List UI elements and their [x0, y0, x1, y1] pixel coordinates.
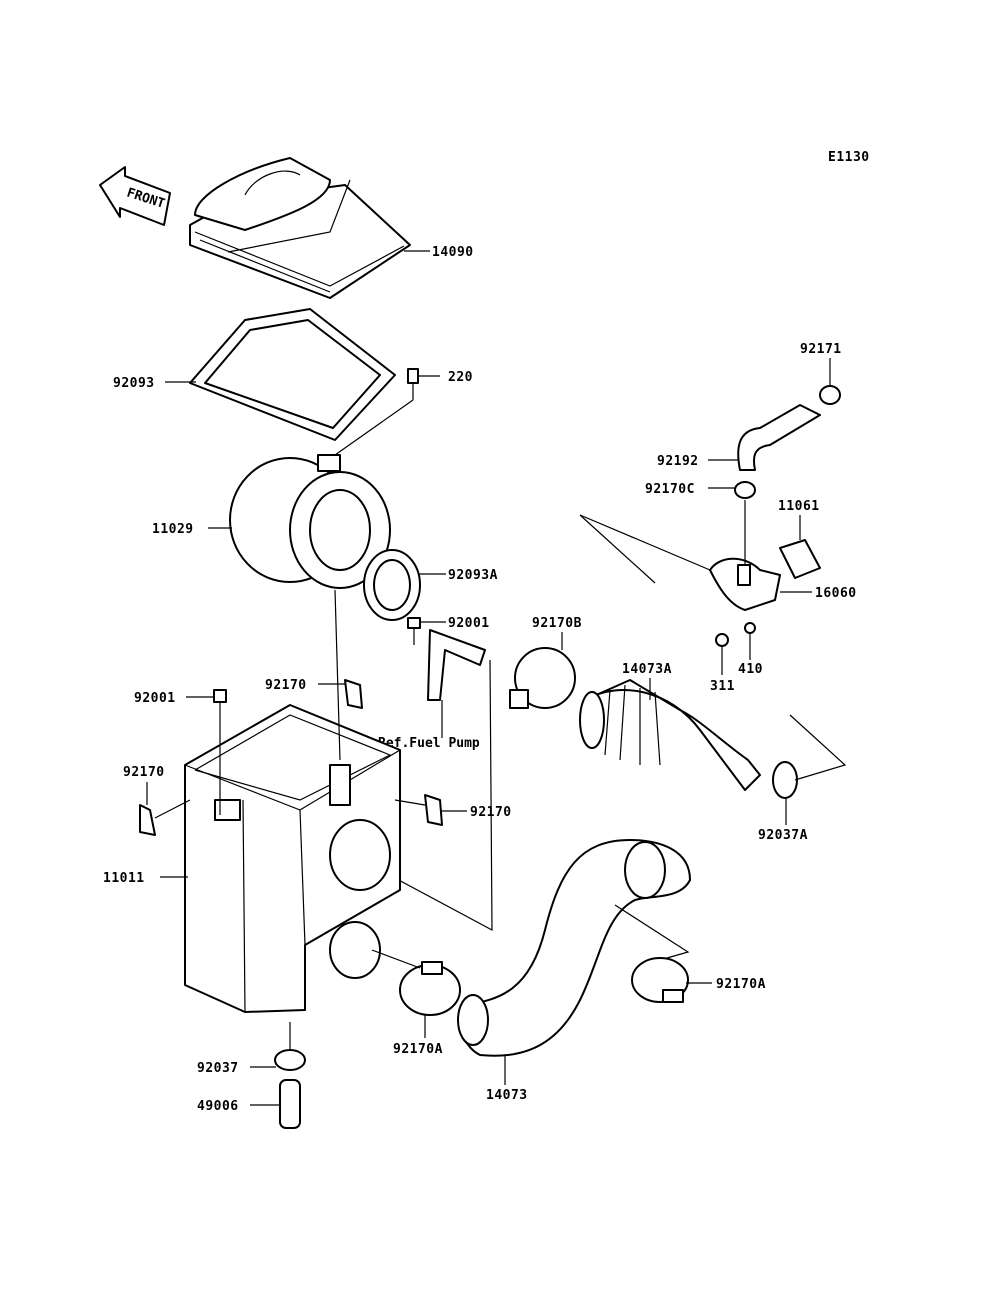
part-label-11011: 11011 — [103, 871, 145, 886]
part-label-14090: 14090 — [432, 245, 474, 260]
part-label-11029: 11029 — [152, 522, 194, 537]
gasket-92093 — [189, 308, 396, 441]
part-label-92001-top: 92001 — [448, 616, 490, 631]
part-label-92170-top: 92170 — [265, 678, 307, 693]
part-label-92170A-lower: 92170A — [393, 1042, 443, 1057]
drain-tube-49006 — [279, 1079, 301, 1129]
reference-note: Ref.Fuel Pump — [378, 736, 480, 751]
hose-clamp-92170B — [509, 647, 576, 709]
clip-92170-left — [139, 804, 156, 836]
clamp-92170A-lower — [399, 961, 461, 1016]
part-label-92093: 92093 — [113, 376, 155, 391]
clamp-92170C — [734, 481, 756, 499]
part-label-410: 410 — [738, 662, 763, 677]
clamp-92170A-right — [631, 957, 689, 1003]
clip-92170-right — [424, 794, 443, 826]
intake-elbow-16060 — [709, 500, 821, 611]
part-label-92170C: 92170C — [645, 482, 695, 497]
air-cleaner-housing-11011 — [184, 704, 401, 1013]
part-label-92170B: 92170B — [532, 616, 582, 631]
air-cleaner-cover — [189, 157, 411, 299]
air-filter-element-11029 — [229, 454, 391, 589]
diagram-code: E1130 — [828, 150, 870, 165]
part-label-92037: 92037 — [197, 1061, 239, 1076]
part-label-92093A: 92093A — [448, 568, 498, 583]
part-label-92001-left: 92001 — [134, 691, 176, 706]
part-label-14073: 14073 — [486, 1088, 528, 1103]
part-label-49006: 49006 — [197, 1099, 239, 1114]
seal-ring-92093A — [363, 549, 421, 621]
front-arrow-icon: FRONT — [99, 166, 171, 226]
breather-hose-92192 — [737, 404, 821, 471]
part-label-16060: 16060 — [815, 586, 857, 601]
part-label-92170-right: 92170 — [470, 805, 512, 820]
clip-92170-top — [344, 679, 363, 709]
part-label-92037A: 92037A — [758, 828, 808, 843]
clamp-92171 — [819, 385, 841, 405]
intake-duct-14073A — [579, 679, 761, 791]
part-label-92170A-right: 92170A — [716, 977, 766, 992]
part-label-14073A: 14073A — [622, 662, 672, 677]
part-label-11061: 11061 — [778, 499, 820, 514]
part-label-92192: 92192 — [657, 454, 699, 469]
intake-hose-14073 — [457, 839, 691, 1057]
nut-311 — [715, 633, 729, 647]
part-label-92171: 92171 — [800, 342, 842, 357]
clamp-92037 — [274, 1022, 306, 1071]
part-label-92170-left: 92170 — [123, 765, 165, 780]
part-label-220: 220 — [448, 370, 473, 385]
bolt-bracket-92001 — [407, 617, 486, 738]
washer-410 — [744, 622, 756, 634]
screw-220 — [334, 368, 440, 456]
part-label-311: 311 — [710, 679, 735, 694]
clamp-92037A — [772, 761, 798, 799]
bolt-92001-left — [213, 689, 227, 815]
